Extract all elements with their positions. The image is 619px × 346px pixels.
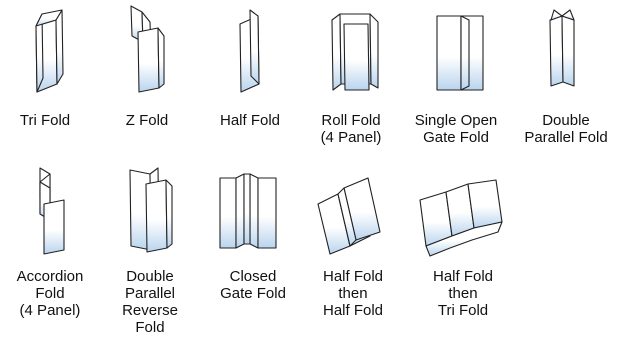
fold-label: Half Fold then Half Fold (323, 268, 383, 319)
fold-label: Z Fold (126, 112, 169, 129)
fold-panel (244, 174, 250, 244)
fold-panel (220, 178, 236, 248)
fold-panel (370, 14, 378, 88)
fold-panel (158, 28, 164, 88)
half-fold-icon (228, 6, 278, 96)
fold-panel (236, 174, 244, 248)
fold-panel (562, 16, 574, 86)
fold-panel (258, 178, 276, 248)
z-fold-icon (126, 4, 176, 96)
half-fold-then-tri-fold-icon (416, 176, 512, 260)
fold-panel (468, 180, 502, 228)
fold-panel (138, 28, 159, 92)
fold-panel (250, 174, 258, 248)
fold-label: Half Fold then Tri Fold (433, 268, 493, 319)
fold-panel (344, 24, 369, 90)
fold-panel (146, 180, 167, 252)
fold-label: Accordion Fold (4 Panel) (17, 268, 84, 319)
double-parallel-reverse-fold-icon (124, 164, 180, 256)
fold-label: Double Parallel Fold (524, 112, 607, 146)
fold-label: Double Parallel Reverse Fold (122, 268, 178, 336)
fold-panel (44, 200, 64, 254)
tri-fold-icon (26, 6, 76, 96)
half-fold-then-half-fold-icon (314, 174, 394, 260)
fold-label: Single Open Gate Fold (415, 112, 498, 146)
fold-label: Closed Gate Fold (220, 268, 286, 302)
fold-label: Tri Fold (20, 112, 70, 129)
fold-panel (250, 10, 259, 84)
double-parallel-fold-icon (540, 6, 590, 96)
fold-label: Half Fold (220, 112, 280, 129)
fold-panel (461, 16, 469, 90)
roll-fold-icon (326, 8, 390, 98)
fold-label: Roll Fold (4 Panel) (321, 112, 382, 146)
closed-gate-fold-icon (216, 170, 282, 256)
single-open-gate-fold-icon (431, 10, 495, 98)
fold-panel (166, 180, 172, 248)
fold-panel (550, 16, 563, 86)
fold-panel (437, 16, 461, 90)
fold-panel (56, 10, 63, 84)
accordion-fold-icon (26, 164, 76, 256)
